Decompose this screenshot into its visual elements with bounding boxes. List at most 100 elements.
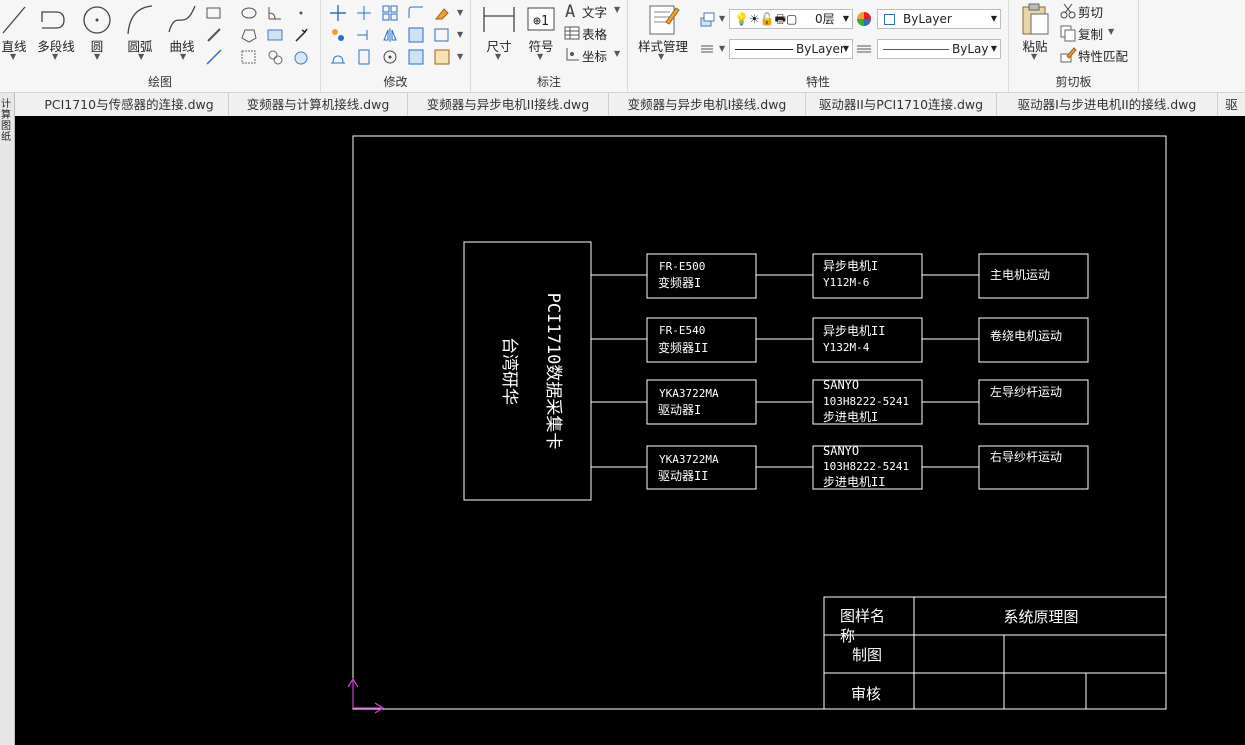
point-icon[interactable] [292,4,310,22]
curve-dropdown-icon[interactable]: ▼ [180,52,187,61]
erase-icon[interactable] [433,4,451,22]
polyline-dropdown-icon[interactable]: ▼ [52,52,59,61]
circle-dropdown-icon[interactable]: ▼ [94,52,101,61]
drive-name-text: 驱动器I [658,403,701,417]
copy-icon[interactable] [1059,24,1077,42]
file-tab[interactable]: 驱动器II与PCI1710连接.dwg [806,93,997,116]
construction-line-icon[interactable] [205,48,223,66]
paste-icon [1022,3,1049,35]
polygon-icon[interactable] [240,26,258,44]
layer-combo[interactable]: 💡☀🔓🖶▢ 0层 ▼ [729,9,853,29]
action-text: 右导纱杆运动 [990,449,1062,464]
layer-state-icon[interactable] [698,10,716,28]
properties-panel-title: 特性 [805,75,830,89]
layer-state-dropdown-icon[interactable]: ▼ [719,14,726,23]
symbol-button[interactable]: ⊕1 符号 [523,2,559,55]
coordinate-icon[interactable] [563,46,581,64]
motor-line2-text: Y132M-4 [823,341,870,354]
modify-dropdown-3-icon[interactable]: ▼ [457,52,464,61]
cut-label[interactable]: 剪切 [1078,5,1104,20]
pick-icon[interactable] [292,26,310,44]
file-tab[interactable]: PCI1710与传感器的连接.dwg [30,93,229,116]
break-icon[interactable] [355,48,373,66]
arc-icon [127,5,153,35]
layer-flags-icon: 💡☀🔓🖶▢ [734,12,798,26]
copy-objects-icon[interactable] [329,26,347,44]
linetype-combo[interactable]: ByLayer ▼ [729,39,853,59]
coordinate-dropdown-icon[interactable]: ▼ [614,49,621,58]
hatch-icon[interactable] [240,48,258,66]
gradient-icon[interactable] [266,48,284,66]
text-dropdown-icon[interactable]: ▼ [614,5,621,14]
scale-icon[interactable] [407,26,425,44]
angle-icon[interactable] [266,4,284,22]
file-tab[interactable]: 变频器与计算机接线.dwg [229,93,408,116]
list-dropdown-icon[interactable]: ▼ [719,44,726,53]
modify-dropdown-icon[interactable]: ▼ [457,8,464,17]
dimension-button[interactable]: 尺寸 [479,2,519,55]
modify-dropdown-2-icon[interactable]: ▼ [457,30,464,39]
style-manager-dropdown-icon[interactable]: ▼ [658,52,665,61]
action-text: 左导纱杆运动 [990,384,1062,399]
line-dropdown-icon[interactable]: ▼ [10,52,17,61]
style-manager-button[interactable]: 样式管理 [632,2,694,55]
region-icon[interactable] [266,26,284,44]
ellipse-icon[interactable] [240,4,258,22]
motor-line3-text: 步进电机I [823,410,878,424]
offset-icon[interactable] [407,48,425,66]
title-block-name-label-2: 称 [840,627,855,645]
circle-button[interactable]: 圆 [82,2,112,55]
coordinate-label[interactable]: 坐标 [582,49,608,64]
curve-icon [168,5,196,33]
spline-icon[interactable] [205,26,223,44]
arc-dropdown-icon[interactable]: ▼ [138,52,145,61]
drive-name-text: 驱动器II [658,469,708,483]
line-button[interactable]: 直线 [0,2,28,55]
stretch-icon[interactable] [329,48,347,66]
side-palette[interactable]: 计算图纸 [0,93,15,745]
paste-dropdown-icon[interactable]: ▼ [1031,52,1038,61]
match-properties-icon[interactable] [1059,46,1077,64]
trim-icon[interactable] [355,4,373,22]
edit-icon[interactable] [433,48,451,66]
copy-dropdown-icon[interactable]: ▼ [1108,27,1115,36]
paste-button[interactable]: 粘贴 [1015,2,1055,55]
color-wheel-icon[interactable] [855,10,873,28]
drawing-canvas[interactable]: PCI1710数据采集卡 台湾研华 FR-E500 变频器I 异步电机I Y11… [15,116,1245,745]
symbol-dropdown-icon[interactable]: ▼ [537,52,544,61]
array-icon[interactable] [381,4,399,22]
paste-label: 粘贴 [1022,39,1048,54]
extend-icon[interactable] [355,26,373,44]
fillet-icon[interactable] [407,4,425,22]
boundary-icon[interactable] [292,48,310,66]
curve-button[interactable]: 曲线 [166,2,198,55]
rotate-icon[interactable] [381,48,399,66]
file-tab[interactable]: 变频器与异步电机I接线.dwg [609,93,806,116]
line-icon [2,6,26,34]
color-dropdown-icon: ▼ [990,14,997,23]
motor-line1-text: SANYO [823,378,859,392]
copy-label[interactable]: 复制 [1078,27,1104,42]
polyline-button[interactable]: 多段线 [36,2,76,55]
arc-button[interactable]: 圆弧 [124,2,156,55]
table-icon[interactable] [563,24,581,42]
lineweight-combo[interactable]: ByLay ▼ [877,39,1001,59]
explode-icon[interactable] [433,26,451,44]
cut-icon[interactable] [1059,2,1077,20]
mirror-icon[interactable] [381,26,399,44]
line-label: 直线 [1,39,27,54]
lineweight-icon[interactable] [855,40,873,58]
color-combo[interactable]: ByLayer ▼ [877,9,1001,29]
dimension-dropdown-icon[interactable]: ▼ [495,52,502,61]
list-icon[interactable] [698,40,716,58]
move-icon[interactable] [329,4,347,22]
match-properties-label[interactable]: 特性匹配 [1078,49,1129,64]
rectangle-icon[interactable] [205,4,223,22]
symbol-icon: ⊕1 [527,7,555,31]
file-tab[interactable]: 变频器与异步电机II接线.dwg [408,93,609,116]
text-label[interactable]: 文字 [582,5,608,20]
file-tab[interactable]: 驱 [1225,97,1238,112]
text-icon[interactable]: A [563,2,581,20]
file-tab[interactable]: 驱动器I与步进电机II的接线.dwg [997,93,1218,116]
table-label[interactable]: 表格 [582,27,608,42]
